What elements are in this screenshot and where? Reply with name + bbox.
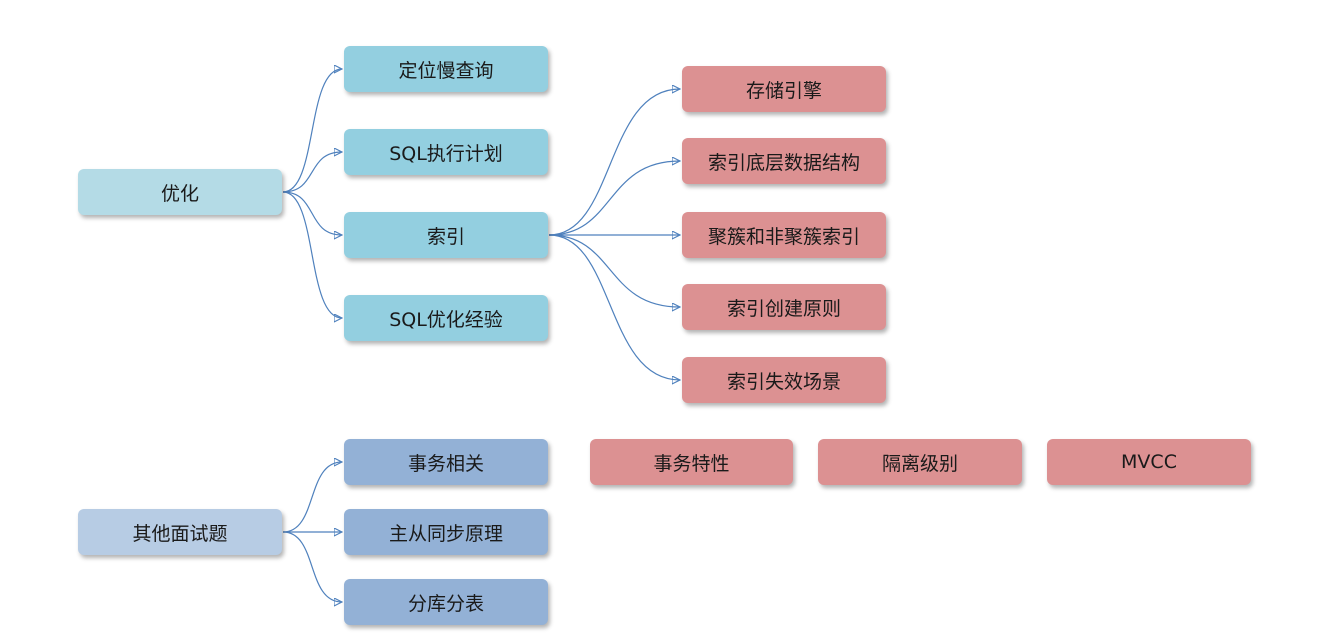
node-transaction-properties[interactable]: 事务特性 [590, 439, 793, 485]
node-replication-label: 主从同步原理 [388, 522, 503, 545]
node-replication[interactable]: 主从同步原理 [344, 509, 548, 555]
root-optimize-label: 优化 [160, 182, 199, 205]
node-clustered-index[interactable]: 聚簇和非聚簇索引 [682, 212, 886, 258]
edge-index-structure [548, 161, 680, 236]
node-index[interactable]: 索引 [344, 212, 548, 258]
node-mvcc-label: MVCC [1121, 451, 1177, 473]
node-index-structure[interactable]: 索引底层数据结构 [682, 138, 886, 184]
node-sharding[interactable]: 分库分表 [344, 579, 548, 625]
node-sql-experience[interactable]: SQL优化经验 [344, 295, 548, 341]
node-sharding-label: 分库分表 [407, 592, 484, 615]
edge-optimize-exec-plan [282, 152, 342, 193]
edge-index-create [548, 234, 680, 307]
edge-optimize-experience [282, 191, 342, 318]
node-index-invalid-label: 索引失效场景 [726, 370, 841, 393]
node-storage-engine-label: 存储引擎 [745, 79, 822, 102]
edge-other-transaction [282, 462, 342, 533]
node-isolation-level[interactable]: 隔离级别 [818, 439, 1022, 485]
root-other-node[interactable]: 其他面试题 [78, 509, 282, 555]
node-transaction-label: 事务相关 [407, 452, 484, 475]
edge-optimize-index [282, 191, 342, 235]
node-exec-plan-label: SQL执行计划 [389, 142, 503, 165]
node-clustered-index-label: 聚簇和非聚簇索引 [707, 225, 860, 248]
node-exec-plan[interactable]: SQL执行计划 [344, 129, 548, 175]
node-isolation-level-label: 隔离级别 [881, 452, 958, 475]
node-mvcc[interactable]: MVCC [1047, 439, 1251, 485]
node-transaction-properties-label: 事务特性 [653, 452, 730, 475]
node-sql-experience-label: SQL优化经验 [389, 308, 503, 331]
edge-optimize-slow-query [282, 69, 342, 193]
edge-index-engine [548, 89, 680, 236]
node-transaction[interactable]: 事务相关 [344, 439, 548, 485]
node-index-create-rules[interactable]: 索引创建原则 [682, 284, 886, 330]
node-slow-query[interactable]: 定位慢查询 [344, 46, 548, 92]
node-storage-engine[interactable]: 存储引擎 [682, 66, 886, 112]
root-optimize-node[interactable]: 优化 [78, 169, 282, 215]
edge-index-invalid [548, 234, 680, 380]
node-slow-query-label: 定位慢查询 [398, 59, 494, 82]
node-index-structure-label: 索引底层数据结构 [707, 151, 860, 174]
node-index-invalid[interactable]: 索引失效场景 [682, 357, 886, 403]
node-index-label: 索引 [426, 225, 465, 248]
node-index-create-rules-label: 索引创建原则 [726, 297, 841, 320]
root-other-label: 其他面试题 [132, 522, 228, 545]
edge-other-sharding [282, 531, 342, 602]
